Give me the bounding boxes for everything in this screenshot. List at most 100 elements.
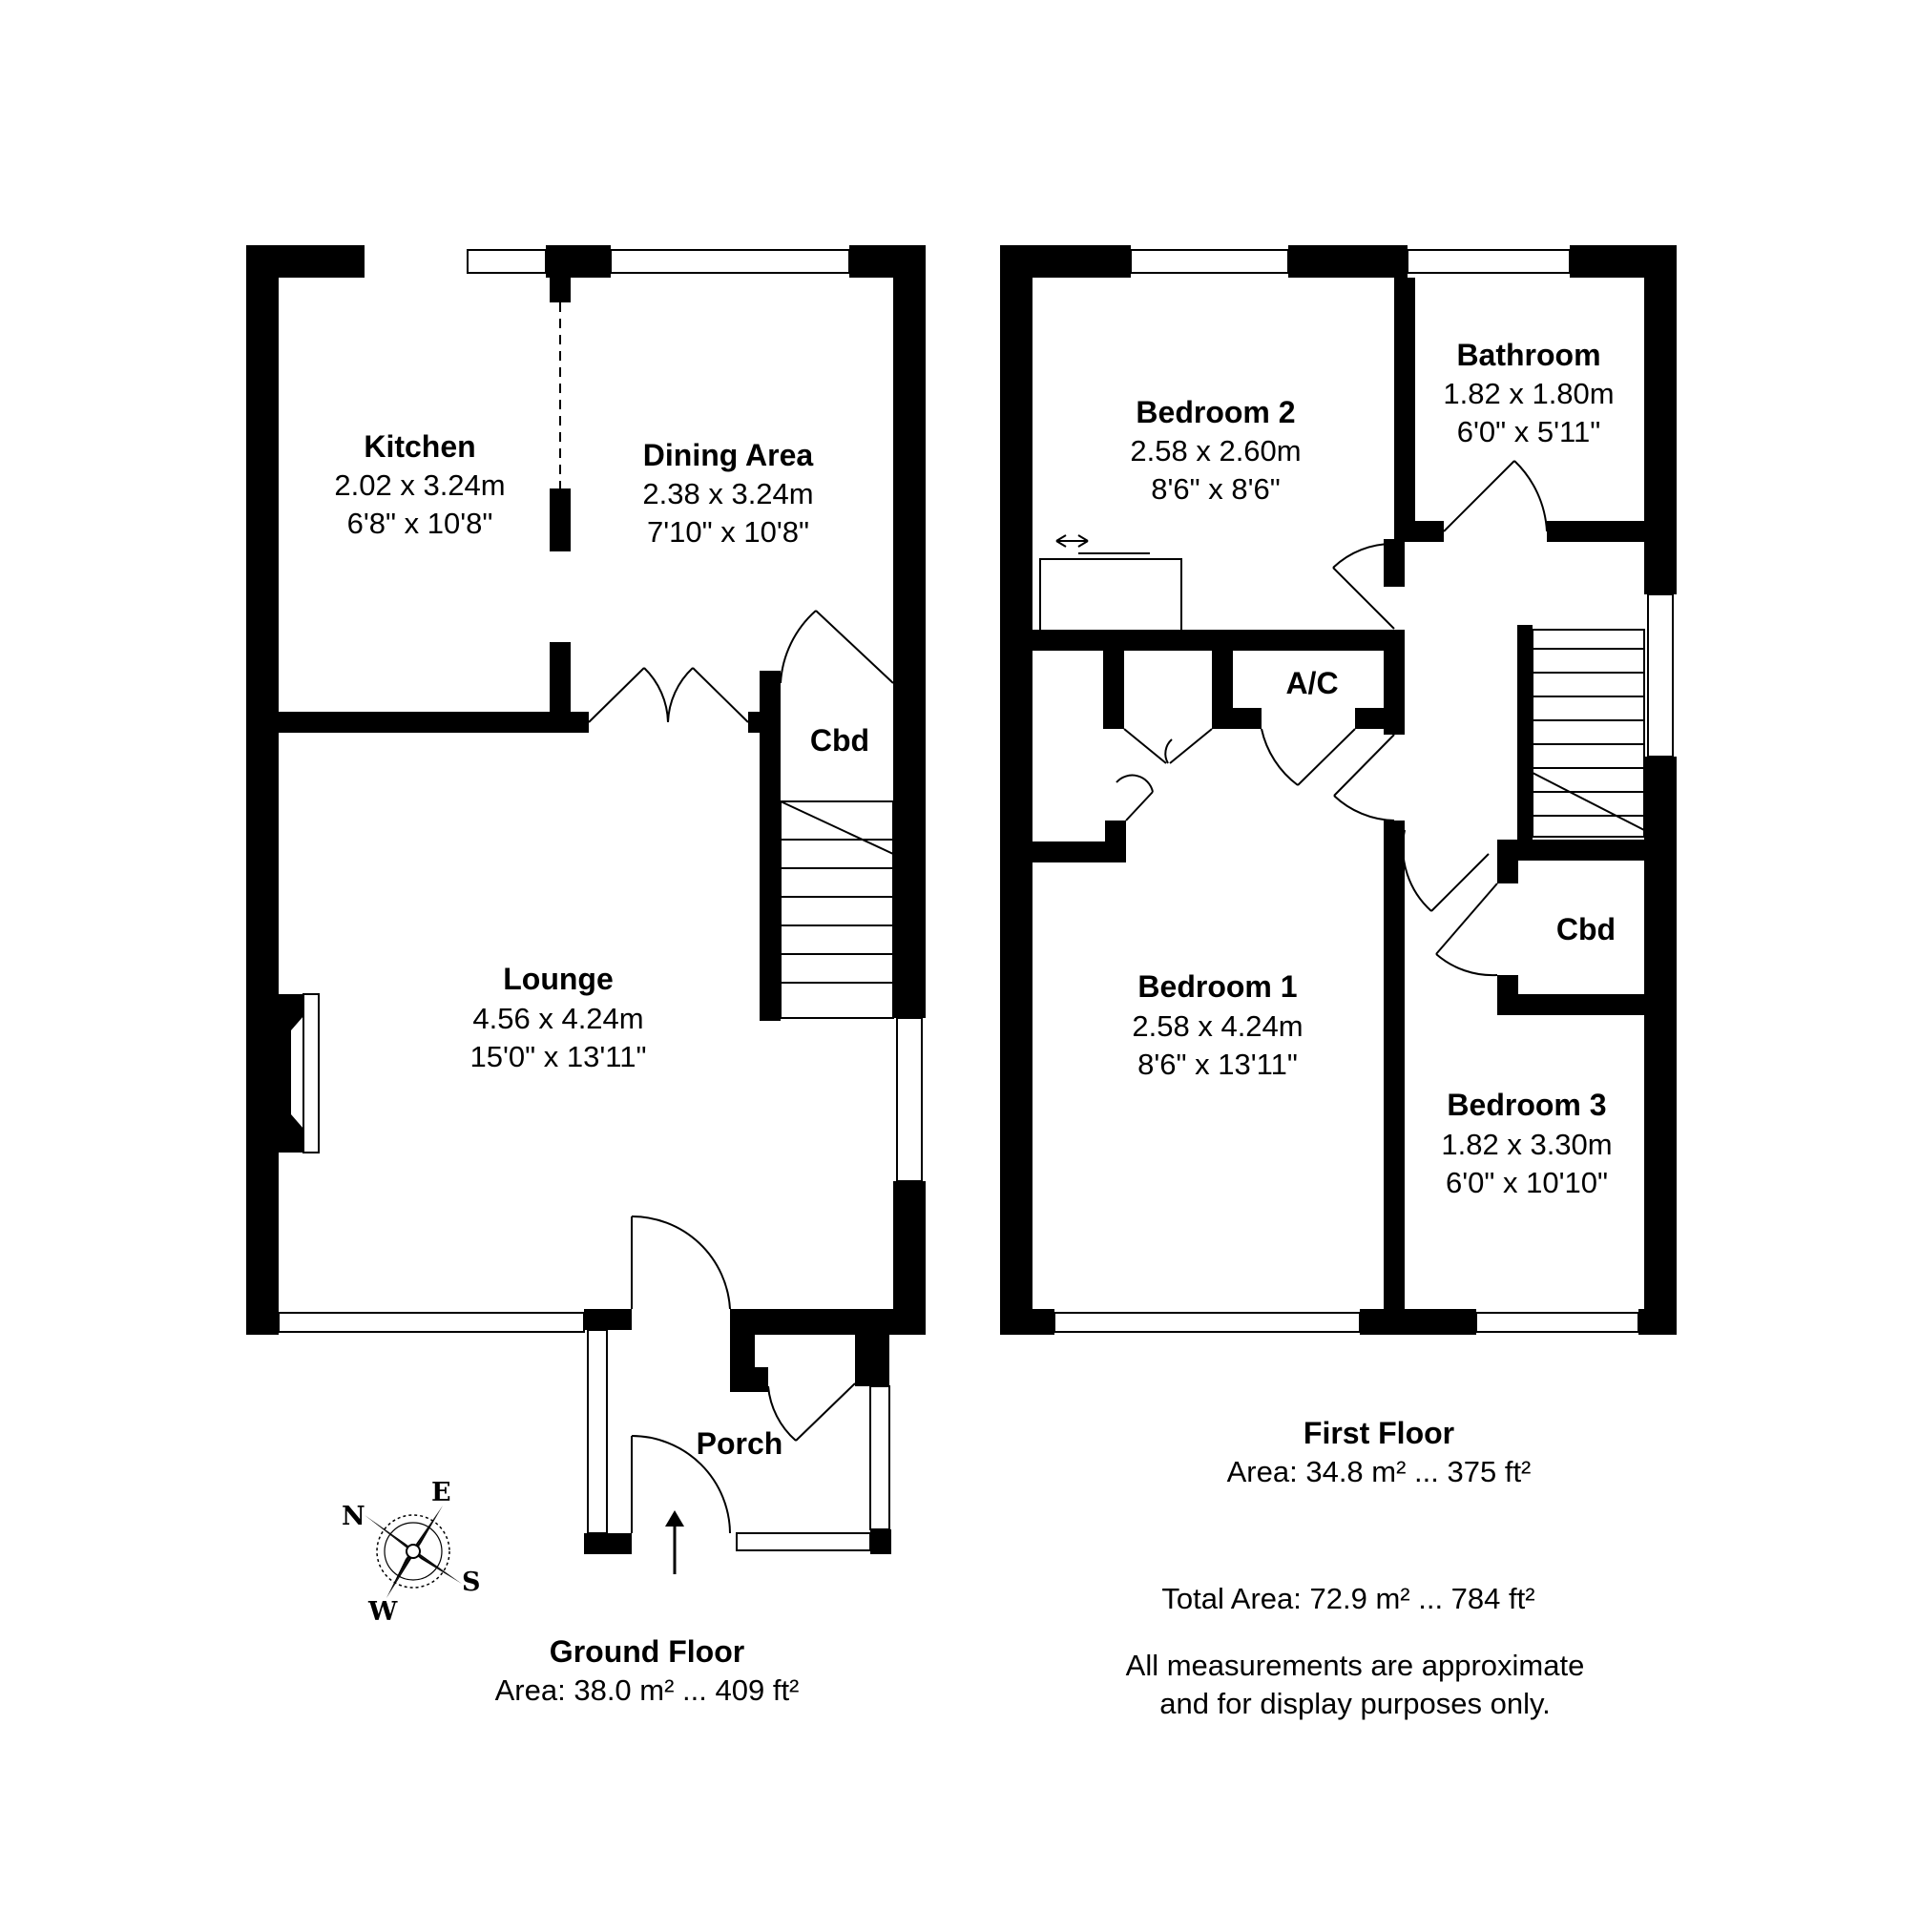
bedroom2-dim-metric: 2.58 x 2.60m	[1130, 434, 1301, 467]
gf-porch-window-front	[736, 1532, 871, 1551]
gf-staircase	[780, 800, 894, 1019]
ff-window-bedroom3	[1475, 1312, 1639, 1333]
bedroom1-dim-imperial: 8'6" x 13'11"	[1137, 1048, 1298, 1081]
gf-divider-top	[550, 245, 571, 302]
bedroom3-name: Bedroom 3	[1447, 1088, 1606, 1122]
gf-porch-cupboard	[730, 1335, 856, 1442]
bathroom-name: Bathroom	[1456, 338, 1600, 372]
gf-wall-lounge-top	[279, 712, 589, 733]
gf-porch-wall-front-right	[870, 1529, 891, 1554]
gf-porch-window-right	[869, 1385, 890, 1530]
disclaimer-line2: and for display purposes only.	[1159, 1687, 1551, 1720]
bedroom3-dim-imperial: 6'0" x 10'10"	[1446, 1166, 1608, 1199]
ff-wall-right-lower	[1644, 757, 1677, 1335]
gf-double-door	[588, 667, 749, 723]
bedroom1-dim-metric: 2.58 x 4.24m	[1132, 1009, 1303, 1043]
ff-bathroom-door	[1443, 460, 1548, 532]
gf-wall-bottom-left	[246, 1309, 279, 1335]
entrance-arrow-icon	[665, 1510, 684, 1574]
total-area: Total Area: 72.9 m² ... 784 ft²	[1161, 1582, 1534, 1615]
gf-wall-bottom-right	[730, 1309, 926, 1335]
gf-window-lounge-front	[278, 1312, 585, 1333]
ff-wall-bottom-left	[1000, 1309, 1054, 1335]
ff-bedroom2-wardrobe	[1039, 534, 1182, 630]
ff-bathroom-wall-left	[1394, 278, 1415, 542]
kitchen-label: Kitchen 2.02 x 3.24m 6'8" x 10'8"	[334, 429, 505, 540]
compass-west: W	[367, 1597, 398, 1627]
gf-fireplace	[279, 993, 320, 1153]
gf-porch-wall-left-base	[584, 1533, 632, 1554]
ff-wall-bedroom2-right	[1384, 539, 1405, 587]
ground-floor-plan	[246, 245, 926, 1574]
gf-divider-mid	[550, 488, 571, 551]
gf-wall-right-upper	[893, 245, 926, 1018]
gf-cupboard-name: Cbd	[810, 723, 869, 758]
bedroom1-label: Bedroom 1 2.58 x 4.24m 8'6" x 13'11"	[1132, 969, 1303, 1081]
ff-window-bedroom2	[1130, 249, 1289, 274]
ff-wall-right-upper	[1644, 245, 1677, 594]
ff-window-bathroom	[1407, 249, 1571, 274]
ff-cupboard-name: Cbd	[1556, 912, 1616, 946]
gf-window-lounge-side	[896, 1017, 923, 1182]
compass-south: S	[462, 1568, 481, 1597]
ff-window-landing	[1647, 593, 1674, 758]
gf-window-kitchen	[467, 249, 547, 274]
airing-cupboard-name: A/C	[1285, 666, 1338, 700]
compass-north: N	[342, 1502, 365, 1531]
bedroom3-label: Bedroom 3 1.82 x 3.30m 6'0" x 10'10"	[1441, 1088, 1612, 1199]
gf-divider-low	[550, 642, 571, 718]
first-floor-area: Area: 34.8 m² ... 375 ft²	[1227, 1455, 1532, 1488]
lounge-name: Lounge	[503, 962, 614, 996]
bedroom2-dim-imperial: 8'6" x 8'6"	[1151, 472, 1281, 506]
compass-rose-icon: N E S W	[342, 1478, 481, 1627]
bathroom-label: Bathroom 1.82 x 1.80m 6'0" x 5'11"	[1443, 338, 1614, 448]
bedroom1-name: Bedroom 1	[1137, 969, 1297, 1004]
gf-cupboard-wall	[760, 671, 781, 1021]
lounge-dim-metric: 4.56 x 4.24m	[472, 1002, 643, 1035]
ff-staircase	[1517, 625, 1645, 859]
ff-airing-cupboard	[1212, 651, 1405, 786]
ff-window-bedroom1	[1053, 1312, 1361, 1333]
ff-wall-bottom-right	[1638, 1309, 1677, 1335]
gf-wall-entrance-left	[584, 1309, 632, 1330]
kitchen-dim-metric: 2.02 x 3.24m	[334, 468, 505, 502]
kitchen-name: Kitchen	[364, 429, 475, 464]
gf-window-dining	[610, 249, 850, 274]
ff-landing-cupboard	[1435, 840, 1644, 1015]
gf-cupboard-door	[780, 610, 894, 684]
dining-area-dim-imperial: 7'10" x 10'8"	[647, 515, 809, 549]
first-floor-title: First Floor	[1304, 1416, 1454, 1450]
bathroom-dim-metric: 1.82 x 1.80m	[1443, 377, 1614, 410]
dining-area-dim-metric: 2.38 x 3.24m	[642, 477, 813, 510]
ff-bathroom-wall-bottom-b	[1547, 521, 1644, 542]
dining-area-label: Dining Area 2.38 x 3.24m 7'10" x 10'8"	[642, 438, 813, 549]
ground-floor-title: Ground Floor	[550, 1634, 744, 1669]
ff-wall-bottom-mid	[1360, 1309, 1476, 1335]
bedroom3-dim-metric: 1.82 x 3.30m	[1441, 1128, 1612, 1161]
gf-entrance-door	[631, 1435, 731, 1534]
gf-wall-left	[246, 245, 279, 1335]
ff-bedroom2-door	[1332, 542, 1395, 630]
dining-area-name: Dining Area	[643, 438, 814, 472]
ff-wall-bedroom1-bedroom3	[1384, 821, 1405, 1309]
ff-bedroom1-door	[1333, 734, 1395, 821]
compass-east: E	[431, 1478, 451, 1507]
lounge-label: Lounge 4.56 x 4.24m 15'0" x 13'11"	[470, 962, 647, 1073]
gf-porch-wall-right-top	[855, 1335, 889, 1386]
ff-wall-top-b	[1288, 245, 1408, 278]
bathroom-dim-imperial: 6'0" x 5'11"	[1457, 415, 1600, 448]
bedroom2-name: Bedroom 2	[1136, 395, 1295, 429]
disclaimer-line1: All measurements are approximate	[1126, 1649, 1585, 1682]
lounge-dim-imperial: 15'0" x 13'11"	[470, 1040, 647, 1073]
ff-bathroom-wall-bottom-a	[1394, 521, 1444, 542]
gf-porch-window-left	[587, 1329, 608, 1534]
bedroom2-label: Bedroom 2 2.58 x 2.60m 8'6" x 8'6"	[1130, 395, 1301, 506]
ff-wall-left	[1000, 245, 1033, 1335]
first-floor-plan	[1000, 245, 1677, 1335]
ground-floor-area: Area: 38.0 m² ... 409 ft²	[495, 1673, 800, 1707]
first-floor-caption: First Floor Area: 34.8 m² ... 375 ft²	[1227, 1416, 1532, 1488]
ground-floor-caption: Ground Floor Area: 38.0 m² ... 409 ft²	[495, 1634, 800, 1707]
porch-name: Porch	[697, 1426, 783, 1461]
kitchen-dim-imperial: 6'8" x 10'8"	[347, 507, 493, 540]
